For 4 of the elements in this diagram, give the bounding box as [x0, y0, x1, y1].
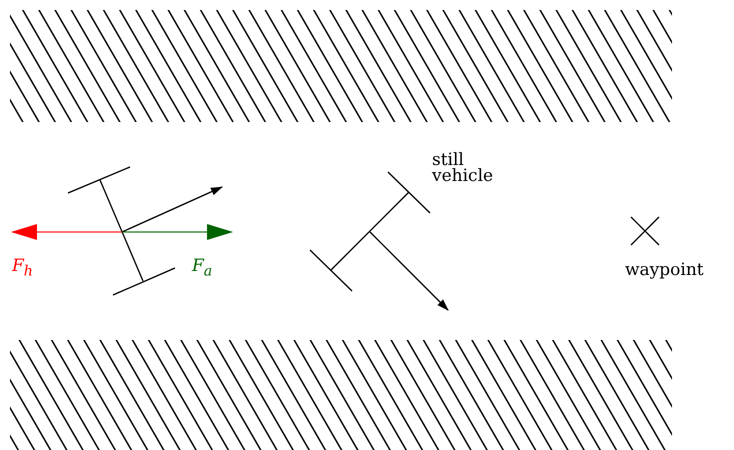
force-label: F$_{a}$	[192, 258, 214, 280]
waypoint-label: waypoint	[625, 262, 705, 278]
force-label: F$_{h}$	[12, 258, 34, 280]
vehicle-label: still vehicle	[432, 152, 494, 184]
